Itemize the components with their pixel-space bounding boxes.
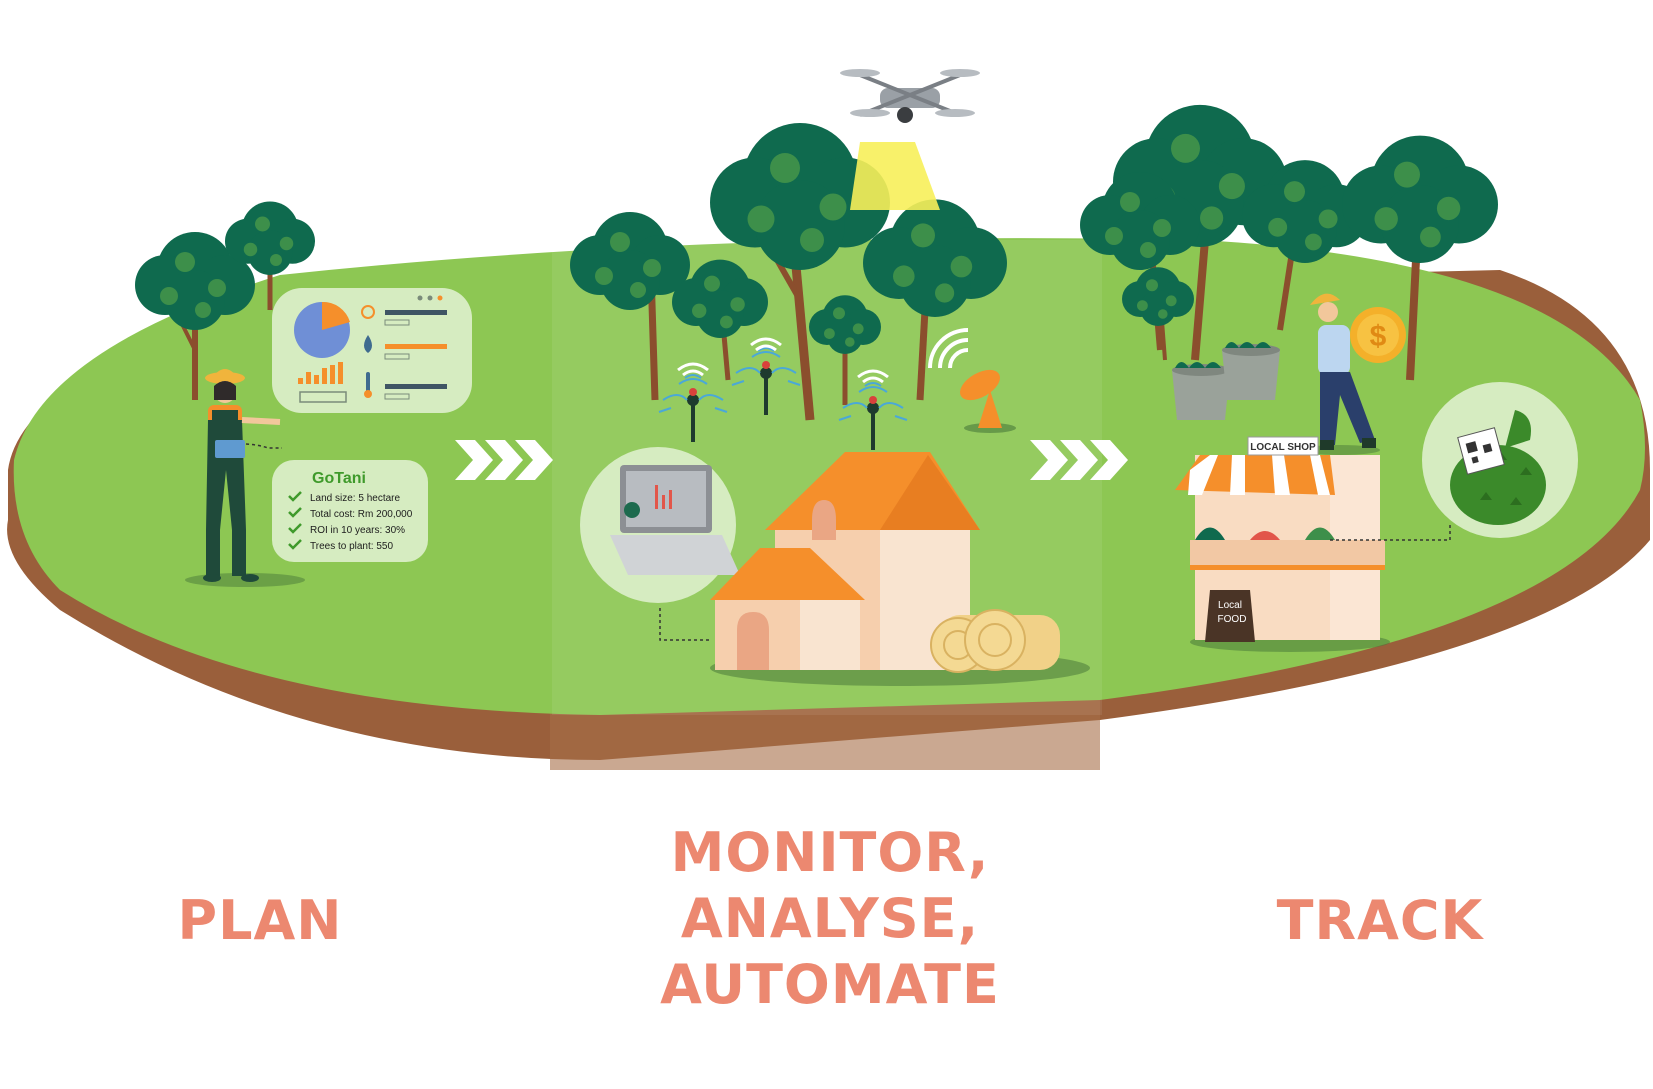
sun-icon: [361, 305, 375, 319]
bar-chart-icon: [298, 362, 343, 384]
gotani-line: Total cost: Rm 200,000: [310, 509, 413, 520]
board-line-2: FOOD: [1218, 614, 1247, 625]
coin-symbol: $: [1370, 320, 1387, 353]
board-line-1: Local: [1218, 600, 1242, 611]
middle-forest: [570, 123, 1007, 421]
drop-icon: [364, 335, 372, 353]
stage-label-line: AUTOMATE: [660, 953, 1000, 1016]
thermometer-icon: [366, 372, 370, 392]
stage-label-line: ANALYSE,: [680, 887, 980, 950]
right-forest: [1080, 104, 1498, 381]
stage-label-track: TRACK: [1276, 889, 1484, 952]
shop-awning: [1175, 455, 1335, 495]
gotani-line: Trees to plant: 550: [310, 541, 393, 552]
laptop-chart-icon: [655, 485, 658, 509]
antenna-icon: [928, 328, 1016, 433]
stage-label-monitor: MONITOR, ANALYSE, AUTOMATE: [600, 820, 1060, 1018]
dashboard-card: [272, 288, 472, 413]
stage-label-plan: PLAN: [177, 889, 343, 952]
farmhouse: [710, 452, 1090, 686]
laptop-card: [580, 447, 740, 641]
gotani-card: GoTani Land size: 5 hectare Total cost: …: [272, 460, 428, 562]
gotani-line: Land size: 5 hectare: [310, 493, 400, 504]
shop-sign: LOCAL SHOP: [1250, 442, 1316, 453]
stage-label-line: MONITOR,: [670, 821, 990, 884]
gotani-line: ROI in 10 years: 30%: [310, 525, 405, 536]
tablet-icon: [215, 440, 245, 458]
farmer-woman: [185, 369, 305, 587]
hay-bale-icon: [930, 609, 1060, 673]
qr-code-icon: [1457, 427, 1505, 475]
durian-card: [1422, 382, 1578, 538]
plan-trees: [135, 201, 315, 400]
check-icons: [288, 491, 302, 550]
drone-icon: [840, 69, 980, 210]
basket-icon: [1172, 342, 1280, 420]
arrow-right-icon: [1030, 440, 1128, 480]
arrow-right-icon: [455, 440, 553, 480]
farmer-man: $: [1300, 293, 1406, 455]
chalkboard-sign: Local FOOD: [1205, 590, 1255, 642]
wifi-icon: [677, 337, 889, 384]
coin-icon: $: [1350, 307, 1406, 363]
local-shop: LOCAL SHOP Local FOOD: [1175, 436, 1451, 652]
gotani-title: GoTani: [312, 470, 366, 487]
